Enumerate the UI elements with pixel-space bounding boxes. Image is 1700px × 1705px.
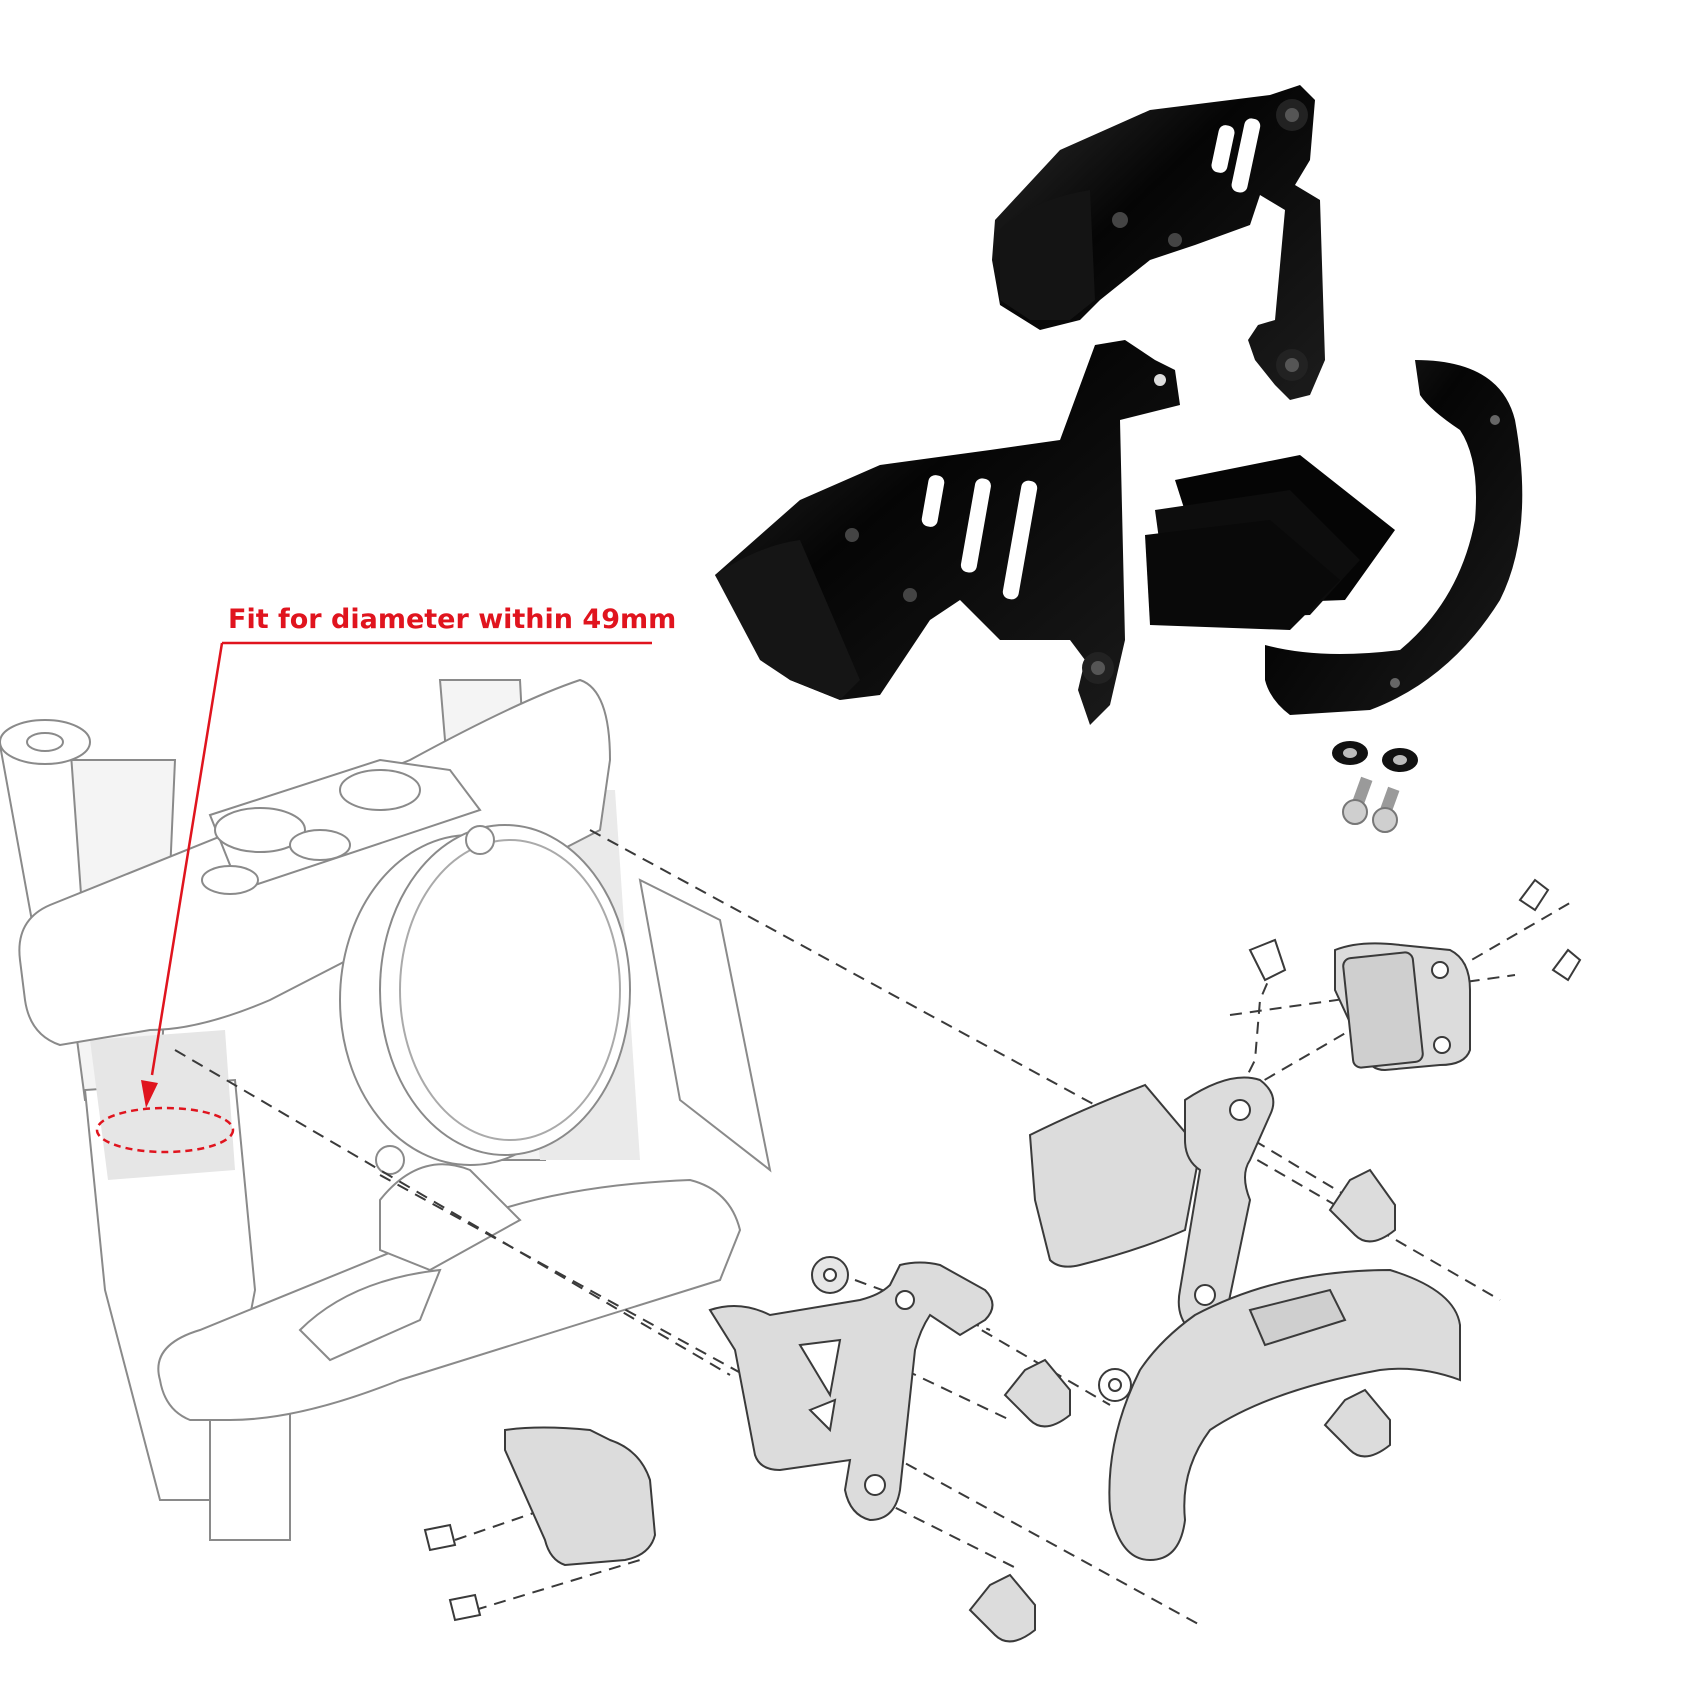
black-bracket-kit-photo <box>715 85 1523 833</box>
lower-black-bracket <box>715 340 1180 725</box>
curved-visor-piece <box>1265 360 1523 715</box>
front-fork-drawing <box>0 678 772 1541</box>
lower-curved-visor <box>1108 1268 1461 1562</box>
rivet-top <box>1248 938 1287 982</box>
right-vertical-bracket <box>1177 1076 1275 1335</box>
exploded-parts <box>423 878 1582 1643</box>
grommet-4 <box>968 1573 1036 1643</box>
grommet-1 <box>1328 1168 1396 1243</box>
screw-left-1 <box>423 1523 457 1552</box>
diameter-callout-text: Fit for diameter within 49mm <box>228 604 677 635</box>
diameter-callout <box>95 641 652 1154</box>
headlight-drawing <box>339 824 631 1175</box>
screw-set <box>1332 741 1418 833</box>
right-visor-panel <box>1028 1083 1202 1268</box>
adhesive-pads <box>1145 455 1395 630</box>
left-clamp-piece <box>504 1426 657 1567</box>
left-bracket <box>708 1261 994 1522</box>
screw-top-right-1 <box>1518 878 1550 912</box>
screw-left-2 <box>448 1593 482 1622</box>
grommet-3 <box>1323 1388 1391 1458</box>
grommet-2 <box>1003 1358 1071 1428</box>
upper-black-bracket <box>992 85 1325 400</box>
screw-top-right-2 <box>1551 948 1582 982</box>
